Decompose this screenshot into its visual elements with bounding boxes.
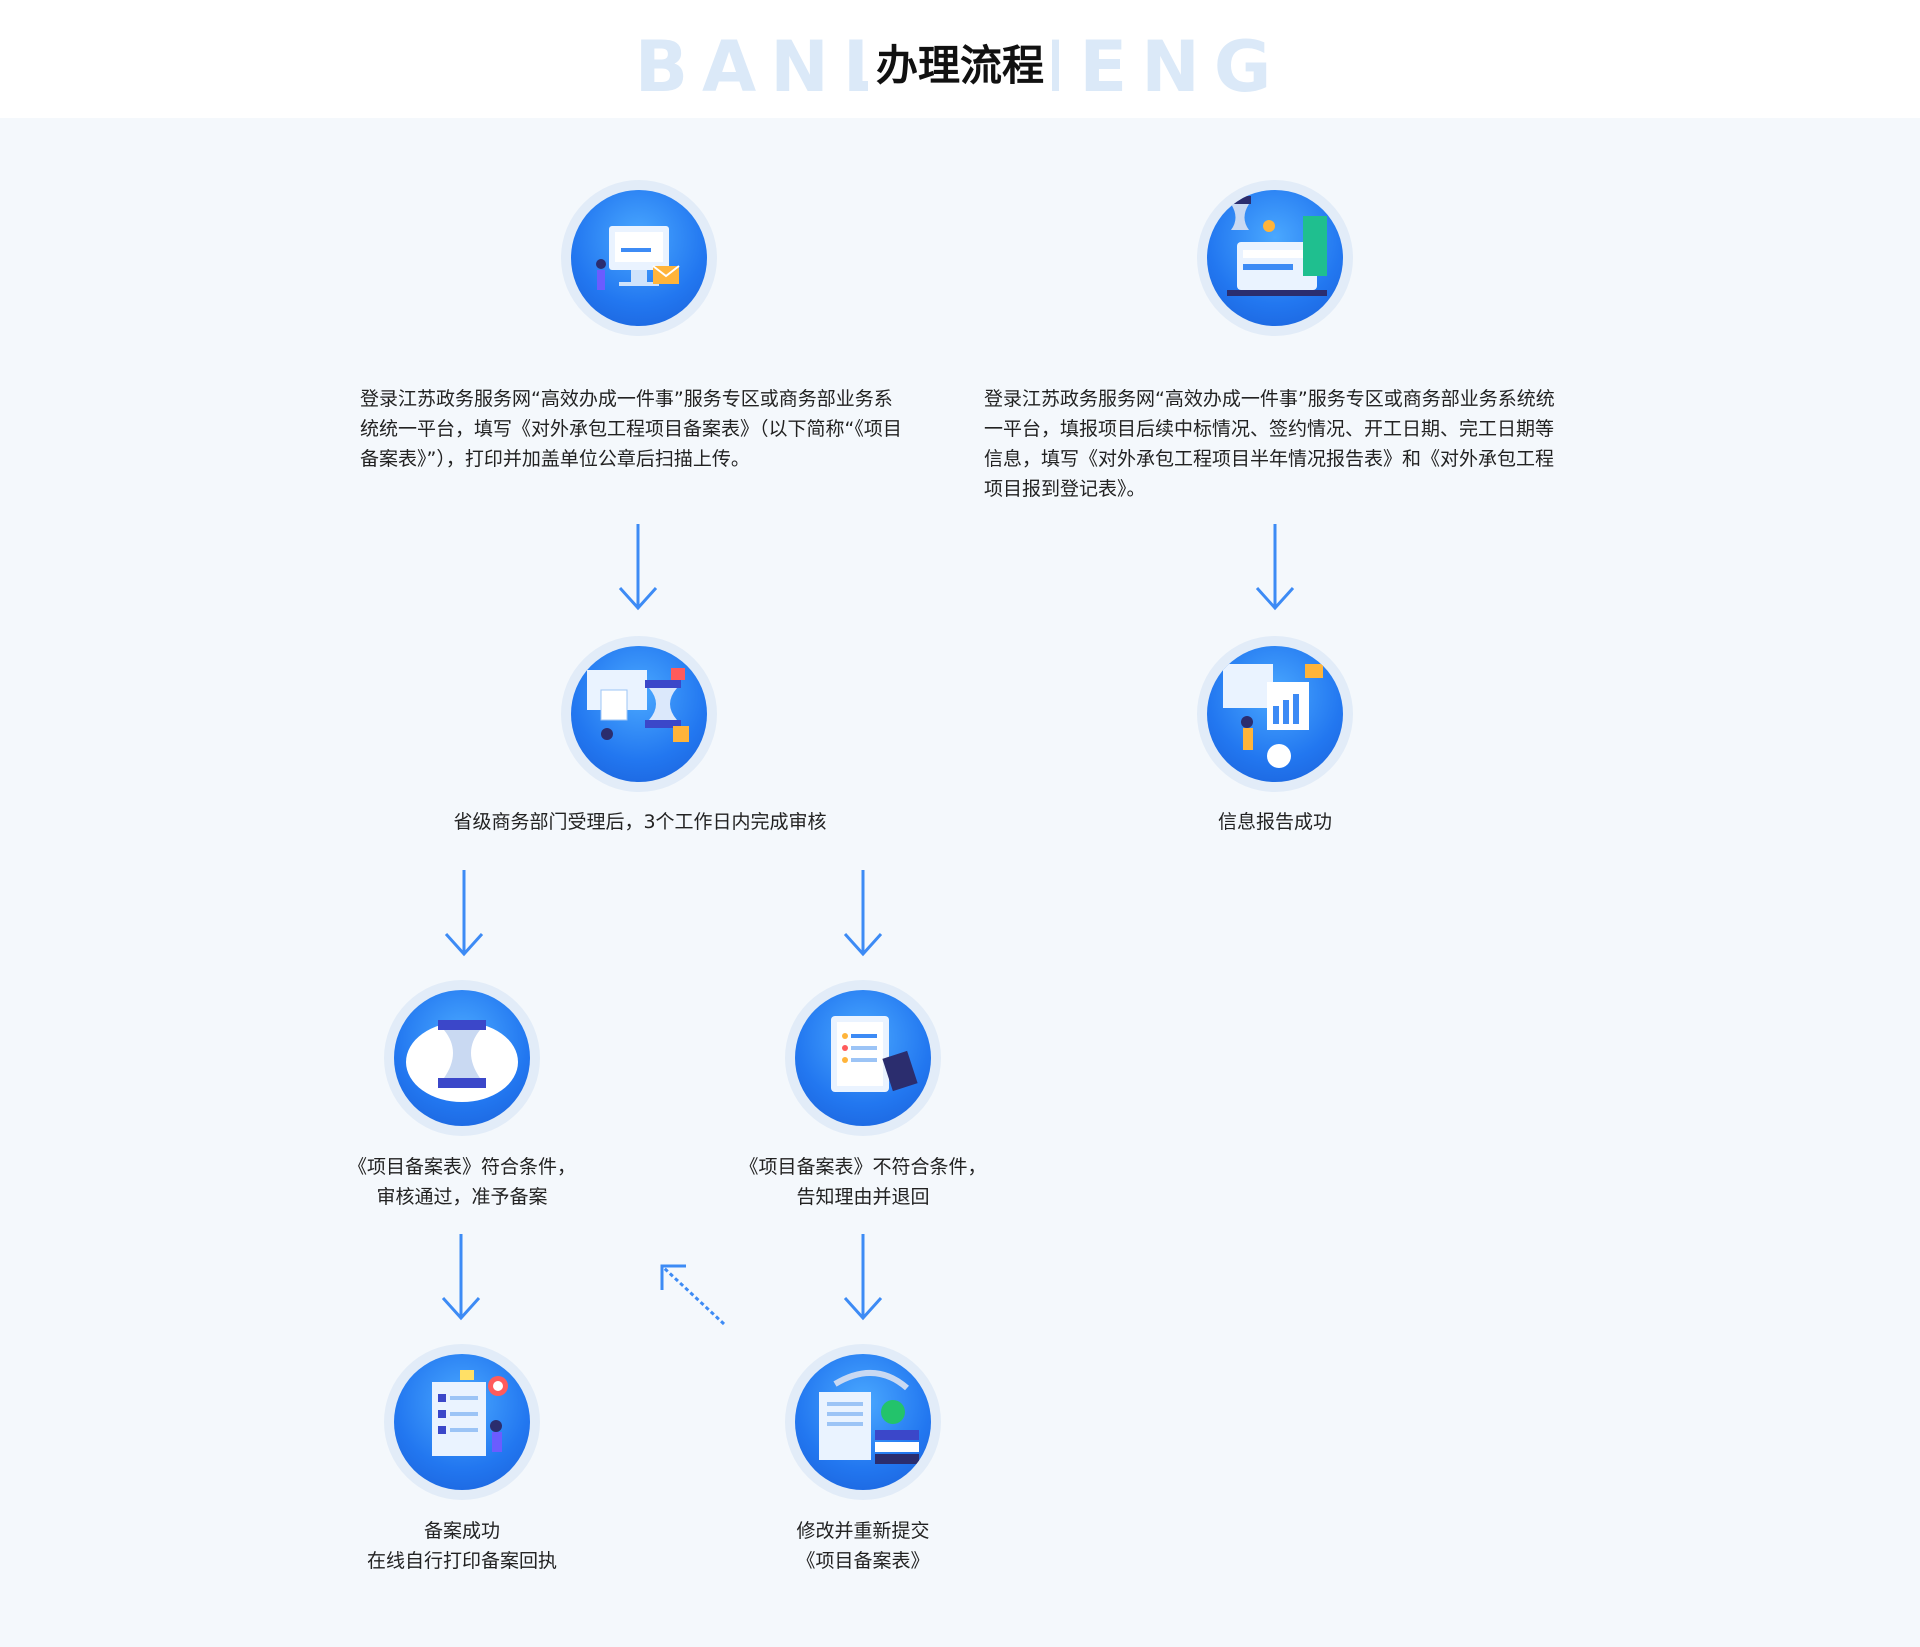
- report-dashboard-icon: [1207, 190, 1343, 326]
- left-step3b-icon-wrap: [785, 980, 941, 1136]
- arrow-down-icon: [618, 524, 658, 611]
- left-step2-text: 省级商务部门受理后，3个工作日内完成审核: [453, 811, 827, 833]
- arrow-down-icon: [843, 1234, 883, 1321]
- left-step2-icon-wrap: [561, 636, 717, 792]
- checklist-reject-icon: [795, 990, 931, 1126]
- flow-area: 登录江苏政务服务网“高效办成一件事”服务专区或商务部业务系统统一平台，填写《对外…: [0, 118, 1920, 1647]
- page-title-wrap: 办理流程: [0, 38, 1920, 94]
- left-step4b-icon-wrap: [785, 1344, 941, 1500]
- report-success-icon: [1207, 646, 1343, 782]
- print-receipt-icon: [394, 1354, 530, 1490]
- right-step1-text: 登录江苏政务服务网“高效办成一件事”服务专区或商务部业务系统统一平台，填报项目后…: [984, 388, 1555, 500]
- arrow-down-icon: [441, 1234, 481, 1321]
- left-step3a-text: 《项目备案表》符合条件， 审核通过，准予备案: [347, 1156, 576, 1208]
- approved-hourglass-icon: [394, 990, 530, 1126]
- right-step2-icon-wrap: [1197, 636, 1353, 792]
- arrow-down-icon: [444, 870, 484, 957]
- page-title: 办理流程: [867, 38, 1052, 94]
- left-step3a-icon-wrap: [384, 980, 540, 1136]
- resubmit-documents-icon: [795, 1354, 931, 1490]
- left-step1-icon-wrap: [561, 180, 717, 336]
- right-step1-icon-wrap: [1197, 180, 1353, 336]
- left-step3b-text: 《项目备案表》不符合条件， 告知理由并退回: [739, 1156, 987, 1208]
- left-step1-text: 登录江苏政务服务网“高效办成一件事”服务专区或商务部业务系统统一平台，填写《对外…: [360, 388, 902, 470]
- left-step4b-text: 修改并重新提交 《项目备案表》: [796, 1520, 930, 1572]
- arrow-down-icon: [1255, 524, 1295, 611]
- left-step4a-text: 备案成功 在线自行打印备案回执: [366, 1520, 557, 1572]
- arrow-down-icon: [843, 870, 883, 957]
- arrow-return-icon: [660, 1264, 726, 1326]
- right-step2-text: 信息报告成功: [1217, 811, 1332, 833]
- header: BANLICHENG 办理流程: [0, 0, 1920, 118]
- hourglass-review-icon: [571, 646, 707, 782]
- computer-submit-icon: [571, 190, 707, 326]
- left-step4a-icon-wrap: [384, 1344, 540, 1500]
